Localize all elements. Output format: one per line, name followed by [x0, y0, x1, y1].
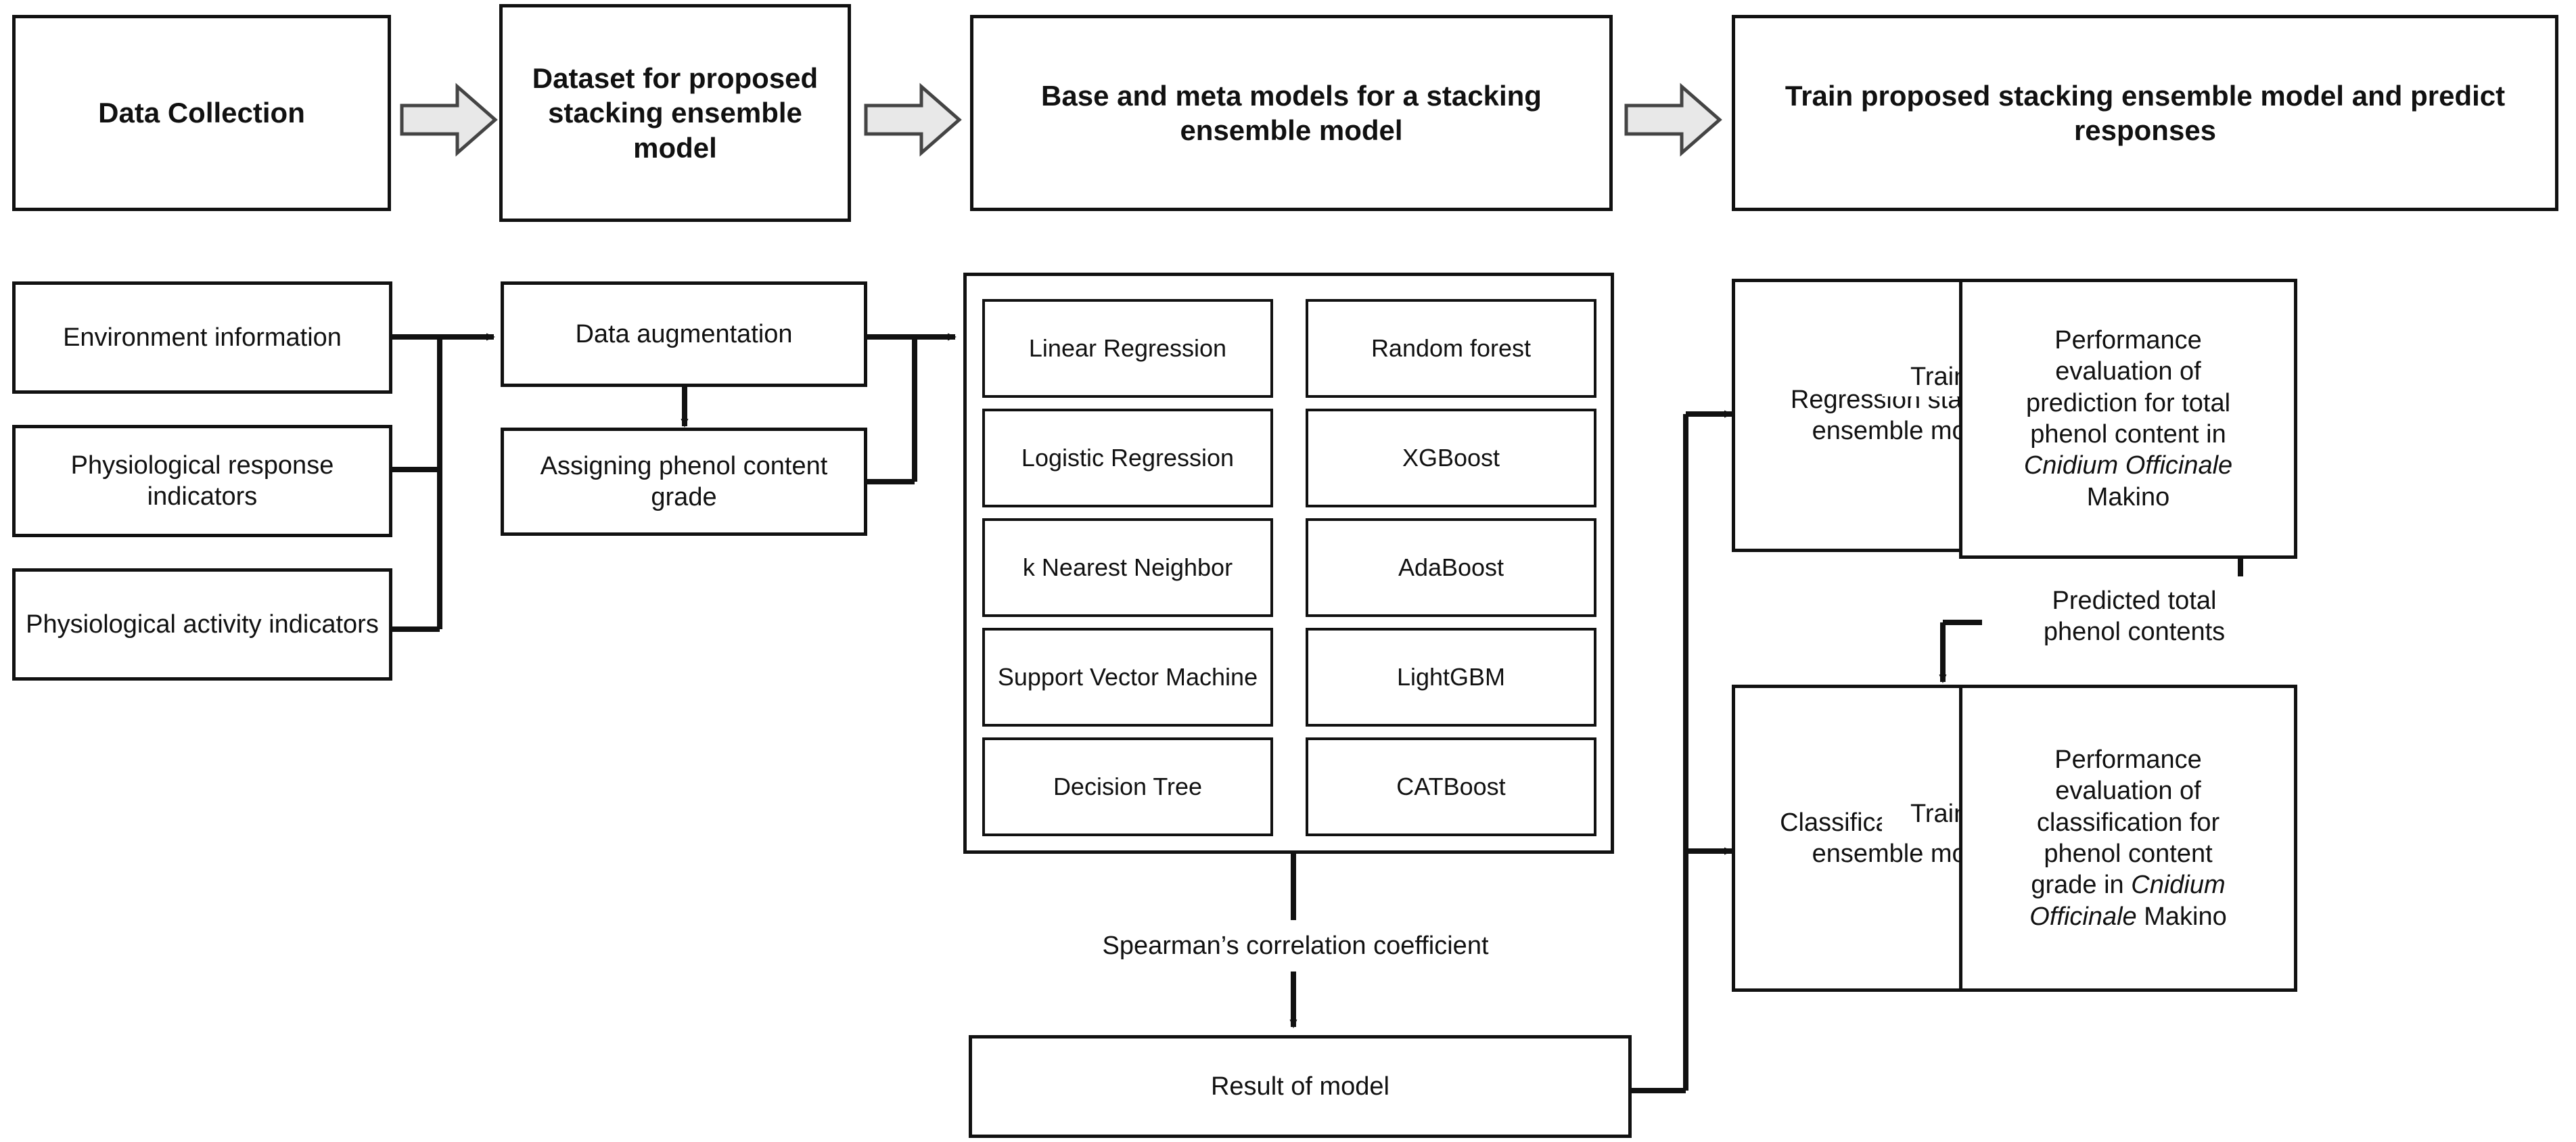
eval-line: evaluation of: [2055, 777, 2201, 806]
eval-species-name: Cnidium Officinale: [2023, 451, 2233, 480]
stage-box-train-predict[interactable]: Train proposed stacking ensemble model a…: [1732, 15, 2558, 211]
eval-line-species: Officinale Makino: [2029, 901, 2226, 932]
eval-line: prediction for total: [2025, 388, 2231, 417]
eval-line: phenol content in: [2030, 420, 2226, 449]
eval-line: Performance: [2054, 325, 2202, 355]
stage-label: Data Collection: [98, 97, 305, 129]
preprocess-label: Assigning phenol content grade: [540, 451, 828, 511]
eval-line: classification for: [2036, 808, 2220, 837]
model-box-xgboost[interactable]: XGBoost: [1306, 409, 1596, 507]
eval-line-grade: grade in Cnidium: [2031, 869, 2225, 900]
preprocess-label: Data augmentation: [575, 319, 793, 348]
eval-species-name-b: Officinale: [2029, 902, 2137, 931]
eval-line: phenol content: [2044, 840, 2213, 868]
eval-species-name-a: Cnidium: [2131, 871, 2226, 900]
input-label: Physiological activity indicators: [26, 610, 379, 639]
evaluation-box-classification[interactable]: Performance evaluation of classification…: [1959, 685, 2297, 992]
model-label: Logistic Regression: [1021, 444, 1235, 472]
model-box-linear-regression[interactable]: Linear Regression: [982, 299, 1273, 398]
input-box-environment[interactable]: Environment information: [12, 281, 392, 394]
model-box-knn[interactable]: k Nearest Neighbor: [982, 518, 1273, 617]
block-arrow-icon-2: [864, 83, 962, 157]
eval-line: Makino: [2086, 482, 2170, 511]
model-label: LightGBM: [1396, 663, 1506, 691]
annotation-text: Spearman’s correlation coefficient: [1102, 932, 1489, 961]
model-box-logistic-regression[interactable]: Logistic Regression: [982, 409, 1273, 507]
input-box-physiological-response[interactable]: Physiological response indicators: [12, 425, 392, 537]
eval-line-prefix: grade in: [2031, 871, 2132, 900]
stage-label: Train proposed stacking ensemble model a…: [1785, 79, 2506, 146]
stage-box-base-meta-models[interactable]: Base and meta models for a stacking ense…: [970, 15, 1613, 211]
result-label: Result of model: [1210, 1072, 1389, 1101]
input-label: Physiological response indicators: [70, 451, 334, 511]
model-box-catboost[interactable]: CATBoost: [1306, 737, 1596, 836]
stage-box-dataset[interactable]: Dataset for proposed stacking ensemble m…: [499, 4, 851, 222]
input-box-physiological-activity[interactable]: Physiological activity indicators: [12, 568, 392, 681]
stage-label: Base and meta models for a stacking ense…: [1041, 79, 1542, 146]
model-label: Decision Tree: [1053, 773, 1203, 801]
model-label: XGBoost: [1402, 444, 1500, 472]
model-label: Linear Regression: [1028, 334, 1227, 363]
model-box-decision-tree[interactable]: Decision Tree: [982, 737, 1273, 836]
model-box-svm[interactable]: Support Vector Machine: [982, 628, 1273, 727]
model-label: Support Vector Machine: [997, 663, 1258, 691]
eval-line: evaluation of: [2055, 357, 2201, 386]
annotation-line: Predicted total: [2052, 587, 2217, 616]
input-label: Environment information: [63, 323, 342, 352]
annotation-spearman-correlation: Spearman’s correlation coefficient: [1015, 921, 1576, 972]
eval-line-suffix: Makino: [2136, 902, 2227, 931]
result-of-model-box[interactable]: Result of model: [969, 1035, 1632, 1138]
annotation-line: phenol contents: [2043, 618, 2226, 646]
model-box-adaboost[interactable]: AdaBoost: [1306, 518, 1596, 617]
preprocess-box-data-augmentation[interactable]: Data augmentation: [501, 281, 867, 387]
model-label: AdaBoost: [1398, 553, 1504, 582]
eval-line: Performance: [2054, 745, 2202, 774]
model-label: Random forest: [1371, 334, 1532, 363]
block-arrow-icon-1: [400, 83, 498, 157]
stage-box-data-collection[interactable]: Data Collection: [12, 15, 391, 211]
evaluation-box-regression[interactable]: Performance evaluation of prediction for…: [1959, 279, 2297, 559]
model-label: k Nearest Neighbor: [1022, 553, 1233, 582]
annotation-predicted-total-phenol: Predicted total phenol contents: [1982, 576, 2286, 658]
stage-label: Dataset for proposed stacking ensemble m…: [532, 62, 819, 164]
model-label: CATBoost: [1396, 773, 1506, 801]
block-arrow-icon-3: [1624, 83, 1722, 157]
model-box-lightgbm[interactable]: LightGBM: [1306, 628, 1596, 727]
preprocess-box-assigning-grade[interactable]: Assigning phenol content grade: [501, 428, 867, 536]
model-box-random-forest[interactable]: Random forest: [1306, 299, 1596, 398]
